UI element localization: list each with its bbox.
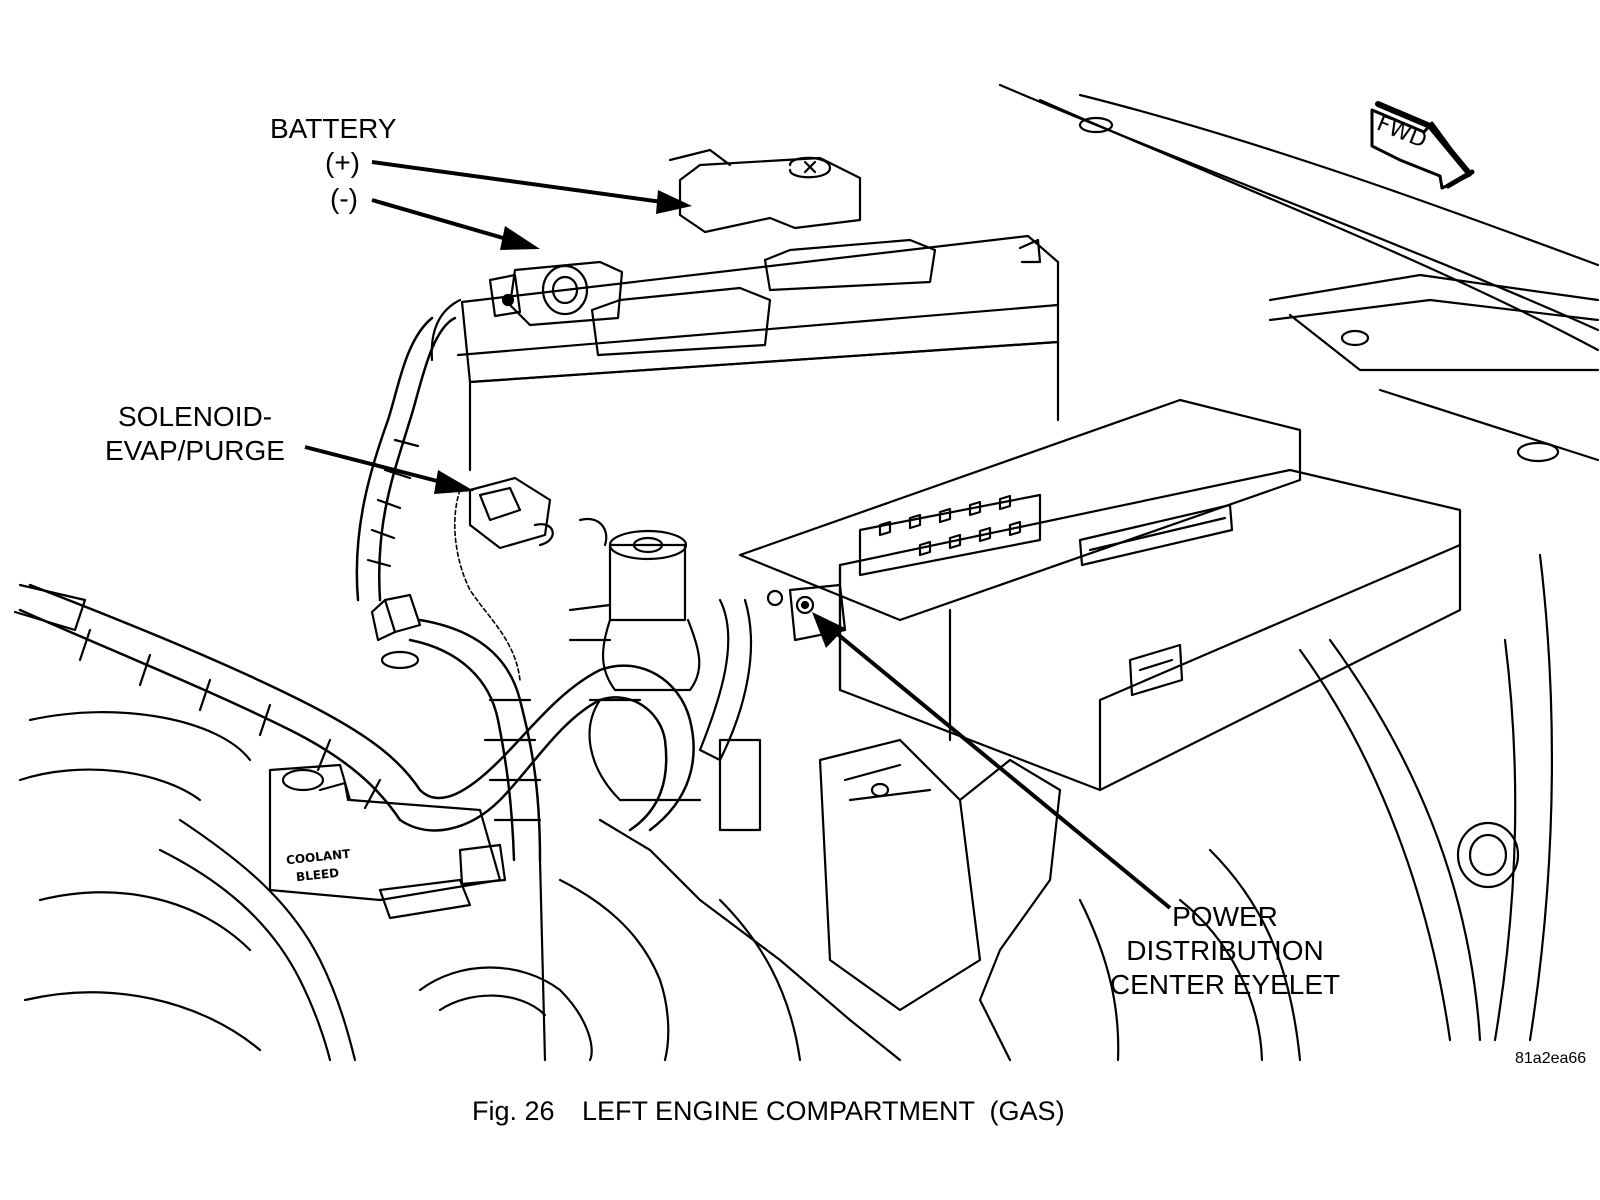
pdc-line1: POWER — [1172, 901, 1278, 932]
solenoid-valve — [468, 476, 702, 802]
engine-lower — [18, 711, 1302, 1062]
battery-negative-leader — [371, 198, 511, 242]
solenoid-line2: EVAP/PURGE — [105, 435, 285, 466]
fender-panel — [998, 83, 1600, 1042]
solenoid-line1: SOLENOID- — [117, 401, 273, 432]
pdc-line3: CENTER EYELET — [1109, 969, 1341, 1000]
solenoid-leader — [304, 445, 446, 485]
power-distribution-center — [698, 398, 1462, 1012]
battery-positive-leader — [371, 160, 663, 204]
pdc-line2: DISTRIBUTION — [1126, 935, 1324, 966]
image-code: 81a2ea66 — [1515, 1050, 1587, 1067]
battery-label: BATTERY — [270, 112, 397, 146]
leader-arrows — [304, 160, 1172, 910]
battery-title: BATTERY — [270, 113, 397, 144]
wire-harness — [13, 316, 695, 862]
arrowheads — [434, 190, 845, 648]
figure-caption: LEFT ENGINE COMPARTMENT (GAS) — [582, 1096, 1065, 1126]
fwd-arrow — [1370, 101, 1475, 190]
pdc-eyelet-label: POWER DISTRIBUTION CENTER EYELET — [1100, 900, 1350, 1002]
battery-negative-label: (-) — [330, 183, 358, 214]
pdc-eyelet-leader — [833, 630, 1172, 910]
battery-positive-label: (+) — [325, 147, 360, 178]
battery-body — [430, 148, 1060, 472]
solenoid-label: SOLENOID- EVAP/PURGE — [95, 400, 295, 468]
figure-number: Fig. 26 — [472, 1096, 555, 1126]
